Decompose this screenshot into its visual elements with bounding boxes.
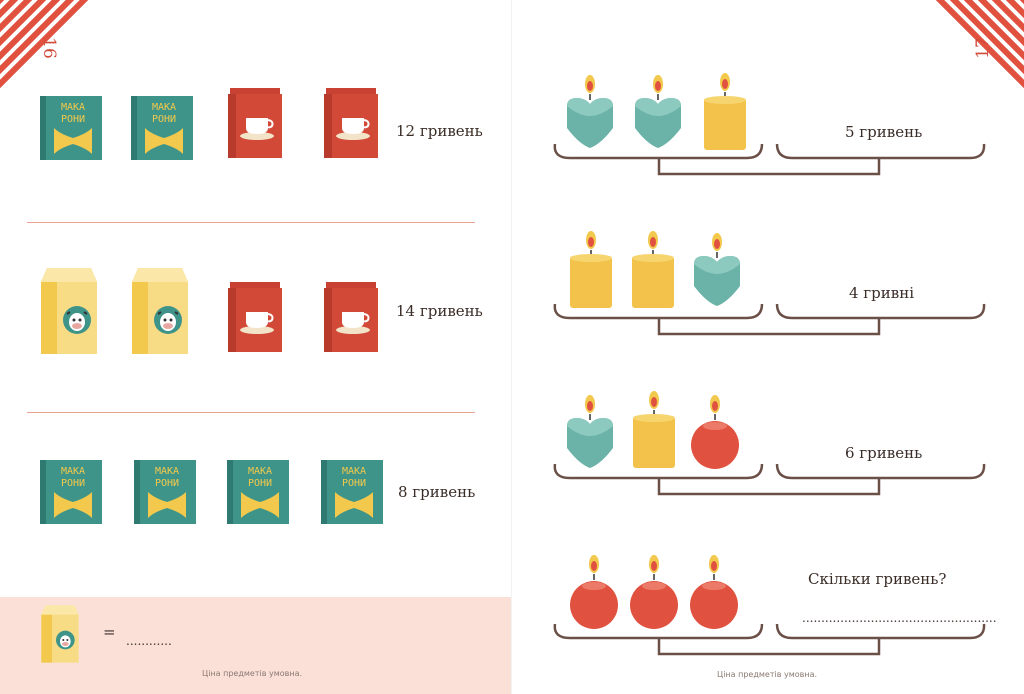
svg-text:МАКА: МАКА xyxy=(342,466,366,477)
balance-scale xyxy=(553,463,986,496)
divider xyxy=(27,222,475,223)
heart-candle-icon xyxy=(692,230,742,314)
coffee-bag-icon xyxy=(322,88,380,162)
heart-candle-icon xyxy=(565,392,615,476)
ball-candle-icon xyxy=(689,552,739,636)
note: Ціна предметів умовна. xyxy=(202,669,303,678)
pasta-box-icon: МАКА РОНИ xyxy=(321,460,383,528)
svg-text:МАКА: МАКА xyxy=(61,466,85,477)
ball-candle-icon xyxy=(569,552,619,636)
price-label: 4 гривні xyxy=(849,284,915,302)
left-page: 16 МАКА РОНИ МАКА РОНИ 12 гривень xyxy=(0,0,512,694)
svg-text:РОНИ: РОНИ xyxy=(155,478,179,489)
coffee-bag-icon xyxy=(226,88,284,162)
price-label: 14 гривень xyxy=(396,302,483,320)
balance-scale xyxy=(553,143,986,176)
answer-blank[interactable]: ............ xyxy=(126,634,172,648)
page-number: 17 xyxy=(973,37,994,59)
milk-carton-icon xyxy=(40,604,80,668)
striped-corner xyxy=(932,0,1024,92)
pillar-candle-icon xyxy=(568,228,614,314)
ball-candle-icon xyxy=(690,392,740,476)
page-number: 16 xyxy=(38,37,59,59)
svg-text:МАКА: МАКА xyxy=(248,466,272,477)
pasta-box-icon: МАКА РОНИ xyxy=(134,460,196,528)
balance-scale xyxy=(553,303,986,336)
pillar-candle-icon xyxy=(630,228,676,314)
note: Ціна предметів умовна. xyxy=(717,670,818,679)
pillar-candle-icon xyxy=(702,70,748,156)
question-label: Скільки гривень? xyxy=(808,570,947,588)
heart-candle-icon xyxy=(565,72,615,156)
coffee-bag-icon xyxy=(226,282,284,356)
price-label: 5 гривень xyxy=(845,123,923,141)
divider xyxy=(27,412,475,413)
pasta-box-icon: МАКА РОНИ xyxy=(40,96,102,164)
balance-scale xyxy=(553,623,986,656)
ball-candle-icon xyxy=(629,552,679,636)
pasta-box-icon: МАКА РОНИ xyxy=(40,460,102,528)
milk-carton-icon xyxy=(39,268,99,358)
heart-candle-icon xyxy=(633,72,683,156)
question-panel: Ціна предметів умовна. xyxy=(0,597,512,694)
price-label: 12 гривень xyxy=(396,122,483,140)
svg-text:МАКА: МАКА xyxy=(155,466,179,477)
pasta-label: МАКА xyxy=(61,102,85,113)
pasta-box-icon: МАКА РОНИ xyxy=(131,96,193,164)
svg-text:РОНИ: РОНИ xyxy=(342,478,366,489)
pasta-box-icon: МАКА РОНИ xyxy=(227,460,289,528)
svg-text:РОНИ: РОНИ xyxy=(61,478,85,489)
coffee-bag-icon xyxy=(322,282,380,356)
pillar-candle-icon xyxy=(631,388,677,474)
svg-text:РОНИ: РОНИ xyxy=(248,478,272,489)
svg-text:РОНИ: РОНИ xyxy=(61,114,85,125)
equals-sign: = xyxy=(103,623,116,641)
price-label: 8 гривень xyxy=(398,483,476,501)
answer-blank[interactable]: ........................................… xyxy=(802,611,997,625)
svg-text:РОНИ: РОНИ xyxy=(152,114,176,125)
svg-text:МАКА: МАКА xyxy=(152,102,176,113)
price-label: 6 гривень xyxy=(845,444,923,462)
milk-carton-icon xyxy=(130,268,190,358)
striped-corner xyxy=(0,0,92,92)
